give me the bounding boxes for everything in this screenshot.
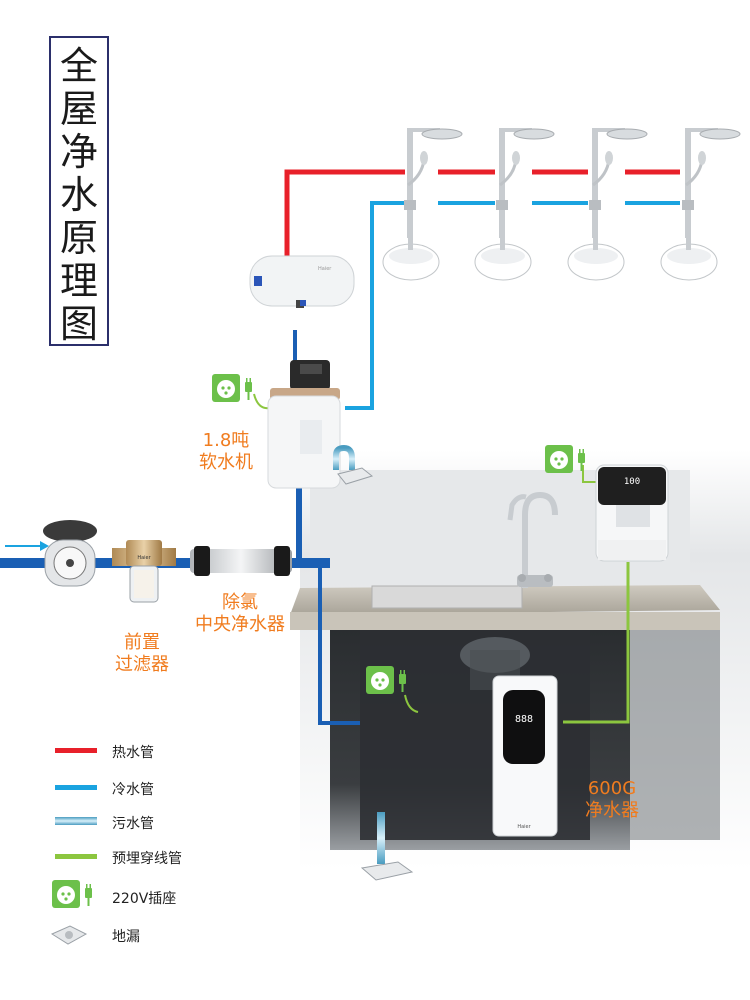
prefilter-label-line1: 前置	[124, 632, 160, 653]
ro-display: 888	[515, 714, 533, 725]
title-char: 原	[59, 216, 98, 260]
water-softener	[267, 360, 341, 489]
shower-group	[382, 128, 741, 281]
dispenser-display: 100	[624, 477, 640, 487]
heater-brand: Haier	[318, 266, 332, 272]
shower-unit	[660, 128, 741, 281]
title-char: 屋	[59, 87, 98, 131]
filter-brand: Haier	[137, 555, 151, 561]
softener-label-line1: 1.8吨	[202, 430, 250, 451]
prefilter-label: 前置 过滤器	[102, 632, 182, 676]
pre-filter: Haier	[112, 540, 176, 603]
title-char: 水	[59, 173, 98, 217]
softener-label-line2: 软水机	[199, 452, 253, 473]
cold-pipe-icon	[55, 785, 97, 790]
hot-water-line	[284, 169, 680, 262]
legend-drain: 地漏	[112, 929, 140, 945]
ro-brand: Haier	[517, 824, 531, 830]
title-char: 图	[59, 302, 98, 346]
cold-water-line	[293, 201, 680, 410]
socket-icon	[52, 880, 92, 908]
ro-purifier-label: 600G 净水器	[572, 778, 652, 822]
diagram-title: 全 屋 净 水 原 理 图	[49, 36, 109, 346]
legend-waste: 污水管	[112, 816, 154, 832]
ro-label-line1: 600G	[587, 778, 637, 799]
central-purifier-label: 除氯 中央净水器	[185, 592, 295, 636]
title-char: 净	[59, 130, 98, 174]
central-purifier	[190, 546, 292, 576]
shower-unit	[474, 128, 555, 281]
conduit-pipe-icon	[55, 854, 97, 859]
socket-icon	[545, 445, 585, 473]
water-dispenser: 100	[595, 464, 669, 562]
shower-unit	[382, 128, 463, 281]
waste-pipe	[360, 812, 414, 881]
central-label-line1: 除氯	[222, 592, 258, 613]
water-meter	[43, 520, 97, 587]
softener-drain	[333, 444, 374, 485]
hot-pipe-icon	[55, 748, 97, 753]
legend-cold: 冷水管	[112, 782, 154, 798]
central-label-line2: 中央净水器	[195, 614, 285, 635]
softener-label: 1.8吨 软水机	[190, 430, 262, 474]
socket-icon	[212, 374, 252, 402]
shower-unit	[567, 128, 648, 281]
legend-conduit: 预埋穿线管	[112, 851, 182, 867]
legend-socket: 220V插座	[112, 891, 177, 907]
legend-hot: 热水管	[112, 745, 154, 761]
water-heater: Haier	[249, 255, 355, 308]
ro-purifier: 888 Haier	[492, 675, 558, 837]
legend-swatches	[50, 748, 97, 945]
title-char: 全	[59, 44, 98, 88]
waste-pipe-icon	[55, 817, 97, 825]
ro-label-line2: 净水器	[585, 800, 639, 821]
kitchen-faucet	[507, 491, 558, 588]
prefilter-label-line2: 过滤器	[115, 654, 169, 675]
title-char: 理	[59, 259, 98, 303]
socket-icon	[366, 666, 406, 694]
floor-drain-icon	[50, 925, 88, 945]
